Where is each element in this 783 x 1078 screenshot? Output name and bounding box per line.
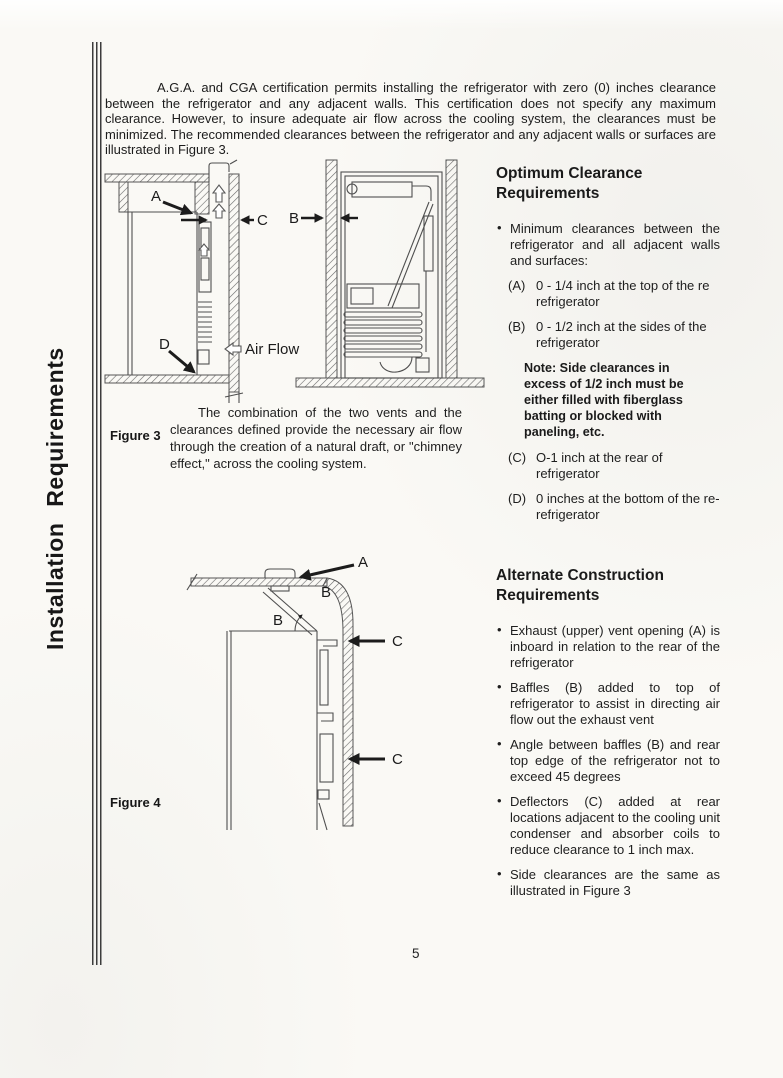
wall-break [224,392,244,403]
label-c: C [257,212,268,229]
label-d: D [159,336,170,353]
fridge-rear-panel [340,171,443,379]
figure3-description: The combination of the two vents and the… [170,405,462,471]
ceiling-break [186,573,198,591]
clearance-item-d: (D) 0 inches at the bottom of the re-ref… [508,491,720,523]
item-label: (D) [508,491,527,506]
unit-housing [346,283,420,309]
label-b: B [321,584,331,601]
right-wall [445,159,458,379]
page-number: 5 [412,946,420,961]
figure4-caption: Figure 4 [110,795,161,810]
floor-hatch [104,374,230,384]
label-a: A [358,554,368,571]
absorber-coil [343,343,423,350]
bullet-item: Side clearances are the same as illustra… [496,866,720,899]
label-c: C [392,633,403,650]
tube-diagonal-2 [391,203,434,309]
vent-enclosure-front [194,181,210,215]
up-airflow-icon [211,184,227,203]
clearance-item-a: (A) 0 - 1/4 inch at the top of the re re… [508,278,720,310]
optimum-title: Optimum Clearance Requirements [496,165,643,202]
absorber-coil [343,335,423,342]
side-clearance-note: Note: Side clearances in excess of 1/2 i… [524,361,684,439]
label-b: B [273,612,283,629]
upper-deflector [317,639,338,647]
bullet-item: Minimum clearances between the refrigera… [496,220,720,269]
up-airflow-icon [197,243,211,257]
label-c: C [392,751,403,768]
vent-collar [270,585,290,592]
figure4-diagram: A B B C C [186,554,403,831]
exhaust-vent-cap [264,568,296,578]
condenser-fins [198,301,212,343]
mid-bracket [317,712,334,722]
label-b: B [289,210,299,227]
bullet-item: Baffles (B) added to top of refrigerator… [496,679,720,728]
fridge-rear-inner [344,175,439,379]
vertical-rule [92,42,102,965]
absorber-coil [343,327,423,334]
rear-duct [319,649,329,706]
figure3-rear-view-diagram: B [289,159,485,388]
sidebar-title: Installation Requirements [42,347,68,650]
alternate-title: Alternate Construction Requirements [496,567,664,604]
intro-paragraph: A.G.A. and CGA certification permits ins… [105,80,716,158]
clearance-item-c: (C) O-1 inch at the rear of refrigerator [508,450,720,482]
up-airflow-icon [211,203,227,219]
item-text: O-1 inch at the rear of refrigerator [536,450,663,481]
unit-housing-detail [350,287,374,305]
figure3-side-view-diagram: A C D Air Flow [104,159,299,403]
finned-coil [319,733,334,783]
burner-box [197,349,210,365]
label-a: A [151,188,161,205]
burner-housing [415,357,430,373]
figure3-caption: Figure 3 [110,428,161,443]
ceiling-hatch [190,577,328,587]
condenser-end [346,183,358,195]
floor-hatch [295,377,485,388]
absorber-coil [343,351,423,358]
air-flow-label: Air Flow [245,341,299,358]
clearance-item-b: (B) 0 - 1/2 inch at the sides of the ref… [508,319,720,351]
arrow-a [162,200,194,216]
bullet-item: Exhaust (upper) vent opening (A) is inbo… [496,622,720,671]
vent-cap-tip [229,159,238,165]
air-flow-arrow-icon [224,341,242,357]
arrow-a [298,563,355,581]
absorber-coil [343,319,423,326]
left-wall [325,159,338,379]
bullet-item: Deflectors (C) added at rear locations a… [496,793,720,858]
item-label: (C) [508,450,527,465]
lower-tube [318,802,328,831]
baffle-line-1 [267,587,318,632]
condenser-tube [412,185,432,201]
curved-outer-wall [322,577,354,827]
baffle-line-2 [262,591,313,636]
cooling-unit-detail-2 [200,257,210,281]
tube-diagonal-1 [387,201,430,307]
item-label: (B) [508,319,526,334]
angle-arc [294,614,303,632]
lower-fitting [317,789,330,800]
condenser-coil [351,181,413,198]
bullet-item: Angle between baffles (B) and rear top e… [496,736,720,785]
optimum-clearance-section: Optimum Clearance Requirements Minimum c… [496,164,720,532]
item-text: 0 - 1/2 inch at the sides of the refrige… [536,319,707,350]
burner-tube [379,356,413,373]
absorber-coil [343,311,423,318]
rear-wall [228,173,240,393]
alcove-left-wall [118,181,129,213]
arrow-d [168,349,196,374]
roof-hatch [104,173,210,183]
item-text: 0 - 1/4 inch at the top of the re refrig… [536,278,710,309]
item-text: 0 inches at the bottom of the re-refrige… [536,491,720,522]
accumulator [423,215,434,272]
item-label: (A) [508,278,526,293]
roof-vent-cap [208,162,230,172]
alternate-construction-section: Alternate Construction Requirements Exha… [496,566,720,908]
